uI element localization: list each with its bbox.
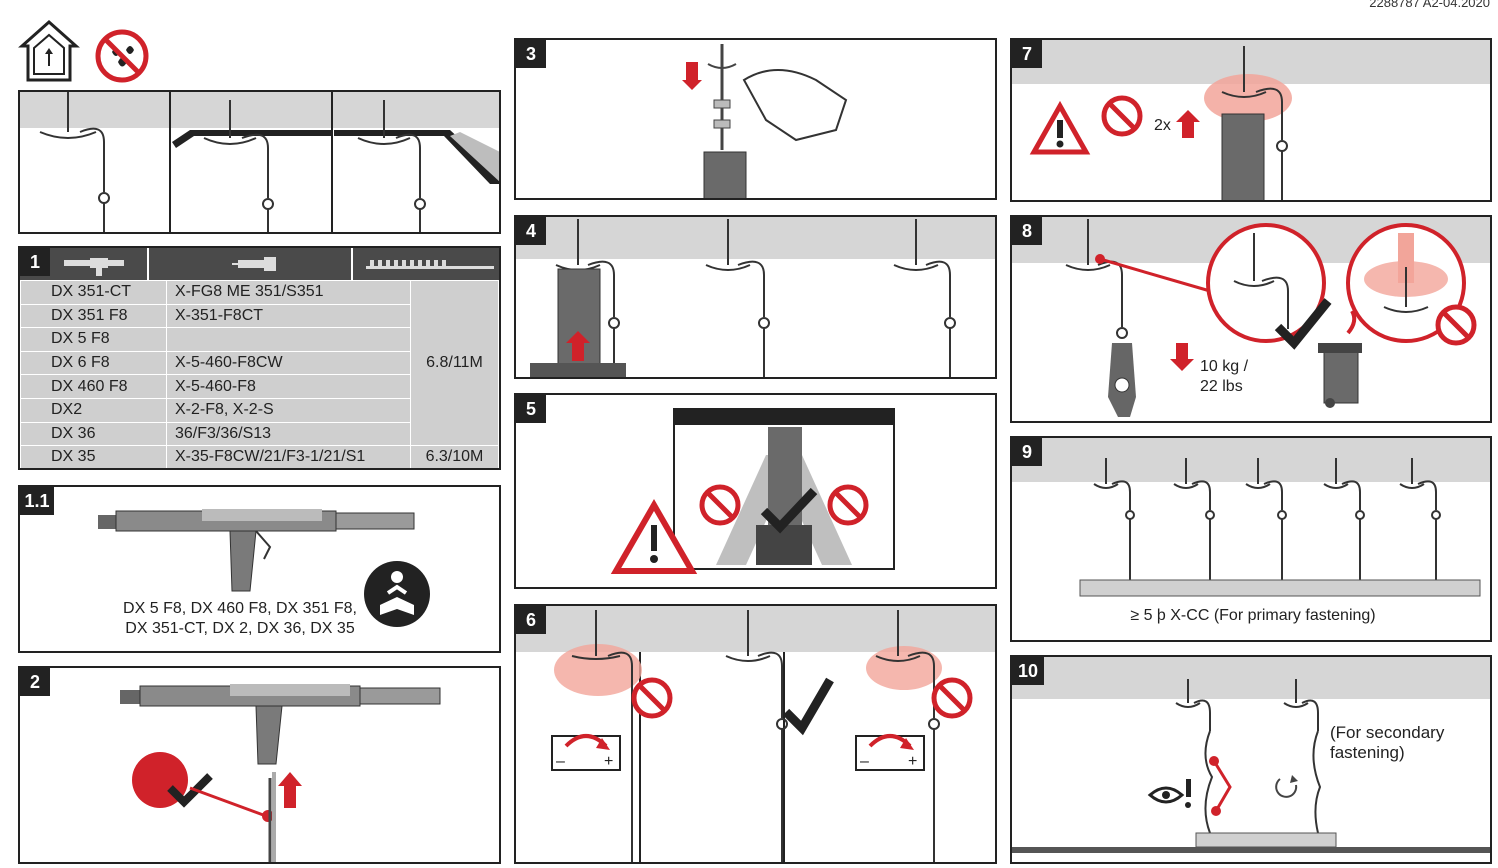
step-9-panel: 9 ≥ 5 þ X-CC (For primary fastening) <box>1010 436 1492 642</box>
no-refire-illustration <box>1029 46 1292 200</box>
fastener-icon <box>232 257 276 271</box>
step-2-panel: 2 <box>18 666 501 864</box>
application-overview-panel <box>18 90 501 234</box>
indoor-use-icon <box>18 19 80 82</box>
table-row: DX 5 F8 <box>20 327 499 352</box>
cartridge-strip-icon <box>366 260 494 269</box>
step-4-panel: 4 <box>514 215 997 379</box>
step-number: 10 <box>1012 657 1044 685</box>
tool-icon <box>64 258 124 276</box>
secondary-fastening-note: (For secondary <box>1330 723 1445 742</box>
read-manual-icon <box>364 561 430 627</box>
rotate-icon <box>1275 778 1298 798</box>
caption-line: DX 351-CT, DX 2, DX 36, DX 35 <box>125 620 355 637</box>
step-number: 8 <box>1012 217 1042 245</box>
step-10-panel: 10 (For secondary fastening) <box>1010 655 1492 864</box>
step-3-panel: 3 <box>514 38 997 200</box>
step-5-panel: 5 <box>514 393 997 589</box>
step-8-panel: 8 10 kg / 22 lbs <box>1010 215 1492 423</box>
nail-gun-illustration <box>98 509 415 592</box>
primary-fastening-illustration <box>1079 458 1481 597</box>
primary-fastening-caption: ≥ 5 þ X-CC (For primary fastening) <box>1130 607 1376 624</box>
step-number: 7 <box>1012 40 1042 68</box>
caption-line: DX 5 F8, DX 460 F8, DX 351 F8, <box>123 600 357 617</box>
load-value: 22 lbs <box>1200 378 1243 395</box>
svg-text:–: – <box>556 753 565 770</box>
step-number: 3 <box>516 40 546 68</box>
nail-gun-illustration <box>120 684 441 862</box>
svg-text:+: + <box>908 753 917 770</box>
load-value: 10 kg / <box>1200 358 1249 375</box>
step-number: 5 <box>516 395 546 423</box>
step-number: 1.1 <box>20 487 54 515</box>
fastening-illustration <box>530 219 956 377</box>
svg-text:–: – <box>860 753 869 770</box>
step-7-panel: 7 2x <box>1010 38 1492 202</box>
secondary-fastening-illustration <box>1012 679 1490 853</box>
step-6-panel: 6 – + – + <box>514 604 997 864</box>
secondary-fastening-note: fastening) <box>1330 743 1405 762</box>
step-1-1-panel: 1.1 DX 5 F8, DX 460 F8, DX 351 F8, DX 35… <box>18 485 501 653</box>
insert-fastener-illustration <box>682 44 848 198</box>
svg-text:+: + <box>604 753 613 770</box>
power-setting-illustration: – + – + <box>551 610 973 862</box>
step-number: 1 <box>20 248 50 276</box>
step-number: 6 <box>516 606 546 634</box>
step-number: 2 <box>20 668 50 696</box>
pull-test-illustration <box>1065 219 1477 417</box>
no-moisture-icon <box>95 29 149 83</box>
tool-angle-warning-illustration <box>610 408 895 574</box>
step-number: 4 <box>516 217 546 245</box>
table-header <box>20 248 499 280</box>
document-id: 2288787 A2-04.2020 <box>1369 0 1490 10</box>
step-number: 9 <box>1012 438 1042 466</box>
repeat-count: 2x <box>1154 117 1171 134</box>
